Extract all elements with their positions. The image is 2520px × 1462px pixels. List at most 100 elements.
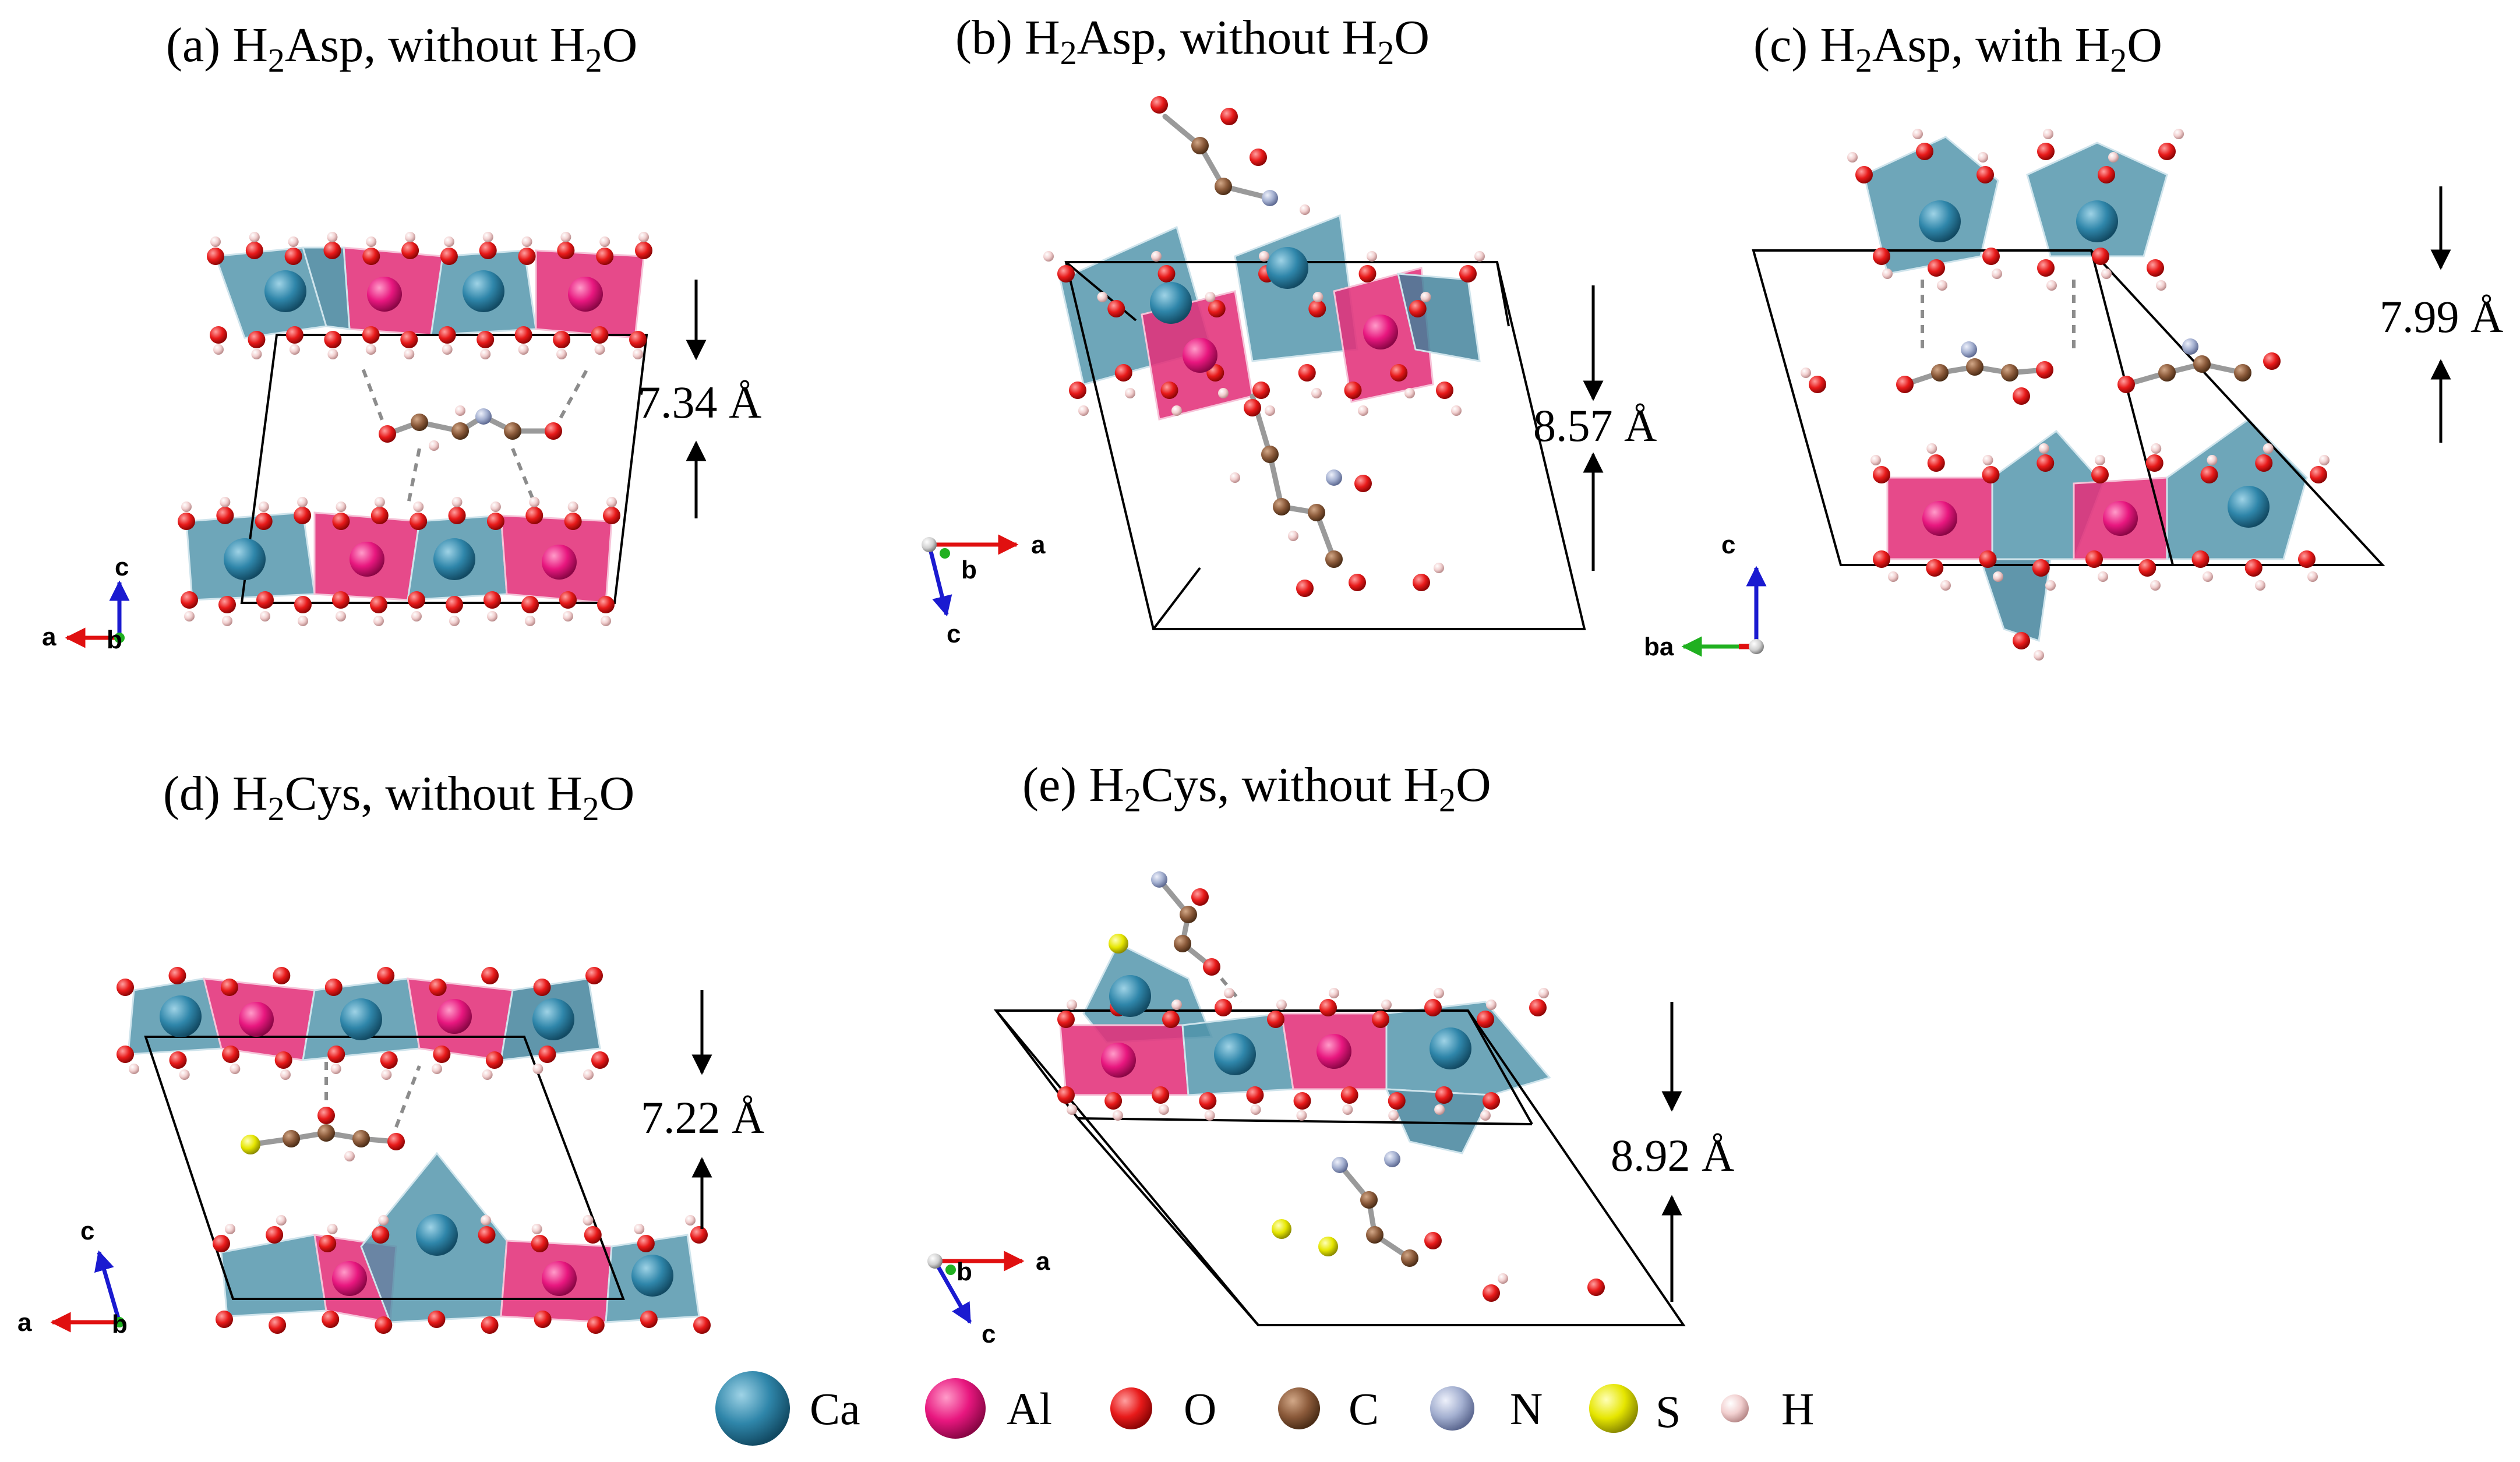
o-atom	[1267, 1011, 1284, 1028]
h-atom	[184, 611, 195, 621]
h-atom	[634, 1224, 645, 1234]
h-atom	[179, 1069, 190, 1080]
n-atom-icon	[1430, 1386, 1474, 1431]
h-atom	[411, 611, 422, 621]
h-atom	[2043, 129, 2053, 139]
h-atom	[2156, 280, 2166, 291]
axis-label-y: c	[1721, 531, 1735, 559]
h-atom	[480, 349, 491, 359]
legend-item-al: Al	[925, 1378, 1052, 1439]
h-atom	[482, 1069, 493, 1080]
o-atom	[1372, 1011, 1389, 1028]
h-atom	[1171, 1000, 1182, 1010]
ca-atom	[2076, 200, 2118, 242]
o-atom	[1246, 1086, 1264, 1104]
o-atom	[1927, 454, 1945, 472]
axis-label-z: b	[107, 626, 122, 654]
s-atom	[241, 1135, 260, 1154]
h-atom	[1367, 251, 1377, 262]
h-atom	[280, 1069, 291, 1080]
o-atom	[640, 1311, 658, 1328]
o-atom	[1319, 999, 1337, 1016]
h-atom	[327, 349, 338, 359]
h-atom	[1300, 204, 1310, 215]
o-atom	[2310, 466, 2327, 483]
o-atom	[591, 1051, 609, 1069]
h-atom	[2046, 280, 2057, 291]
ca-atom	[160, 995, 202, 1037]
o-atom	[533, 979, 551, 996]
o-atom	[408, 591, 425, 609]
o-atom	[370, 596, 387, 613]
o-atom	[603, 507, 620, 524]
al-atom	[1922, 501, 1957, 536]
c-atom	[1966, 358, 1983, 376]
al-atom	[1101, 1043, 1136, 1078]
unit-cell	[1752, 249, 2385, 566]
axis-label-y: c	[982, 1320, 996, 1348]
h-atom	[1882, 269, 1893, 279]
o-atom	[178, 513, 195, 530]
h-atom	[2173, 129, 2184, 139]
h-atom	[330, 1064, 341, 1074]
o-atom	[1896, 376, 1914, 393]
legend-item-n: N	[1430, 1383, 1543, 1434]
panel-d-spacing: 7.22 Å	[641, 990, 764, 1229]
o-atom	[481, 1316, 499, 1334]
o-atom	[1057, 265, 1075, 282]
o-atom	[1409, 300, 1427, 317]
o-atom	[323, 242, 341, 259]
panel-e-structure	[993, 877, 1686, 1326]
panel-d-structure	[127, 977, 700, 1323]
axis-label-x: a	[1036, 1247, 1050, 1276]
o-atom	[324, 331, 342, 348]
o-atom	[1057, 1011, 1075, 1028]
o-atom	[1296, 580, 1314, 597]
al-atom	[1183, 338, 1217, 373]
al-atom	[2103, 501, 2138, 536]
h-atom	[1480, 1110, 1491, 1121]
h-atom	[599, 236, 610, 247]
o-atom	[518, 248, 536, 265]
panel-e-title: (e) H2Cys, without H2O	[1022, 758, 1491, 819]
o-atom	[168, 967, 186, 984]
h-atom	[1388, 1110, 1399, 1121]
legend-item-ca: Ca	[715, 1371, 860, 1446]
legend-label: C	[1349, 1383, 1379, 1434]
axis-label-y: c	[115, 553, 129, 581]
h-atom	[594, 344, 605, 355]
o-atom	[2200, 466, 2218, 483]
axis-label-y: c	[947, 620, 961, 648]
o-atom	[1477, 1011, 1494, 1028]
o-atom	[1873, 466, 1890, 483]
h-atom	[1218, 388, 1229, 398]
h-atom	[563, 611, 573, 621]
h-atom	[638, 232, 649, 242]
h-atom	[1474, 251, 1485, 262]
h-atom	[518, 344, 529, 355]
o-atom	[213, 1235, 230, 1252]
h-atom	[1404, 388, 1415, 398]
h-atom	[336, 502, 347, 512]
al-atom	[367, 277, 402, 312]
o-atom	[332, 513, 350, 530]
o-atom	[440, 248, 458, 265]
h-atom	[1205, 292, 1216, 302]
h-atom	[2034, 650, 2044, 661]
spacing-label-c: 7.99 Å	[2380, 291, 2503, 342]
spacing-label-a: 7.34 Å	[638, 377, 761, 428]
o-atom	[2117, 376, 2135, 393]
n-atom	[1384, 1151, 1400, 1167]
o-atom	[1208, 300, 1226, 317]
o-atom	[545, 422, 562, 440]
h-atom	[1329, 988, 1339, 998]
panel-c-axes: ba c	[1644, 531, 1767, 661]
o-atom	[1483, 1092, 1500, 1110]
h-atom	[521, 236, 532, 247]
o-atom	[1340, 1086, 1358, 1104]
ca-atom	[264, 270, 306, 312]
o-atom	[2263, 352, 2281, 370]
h-atom	[129, 1064, 139, 1074]
o-atom	[375, 1316, 393, 1334]
o-atom	[216, 1311, 233, 1328]
